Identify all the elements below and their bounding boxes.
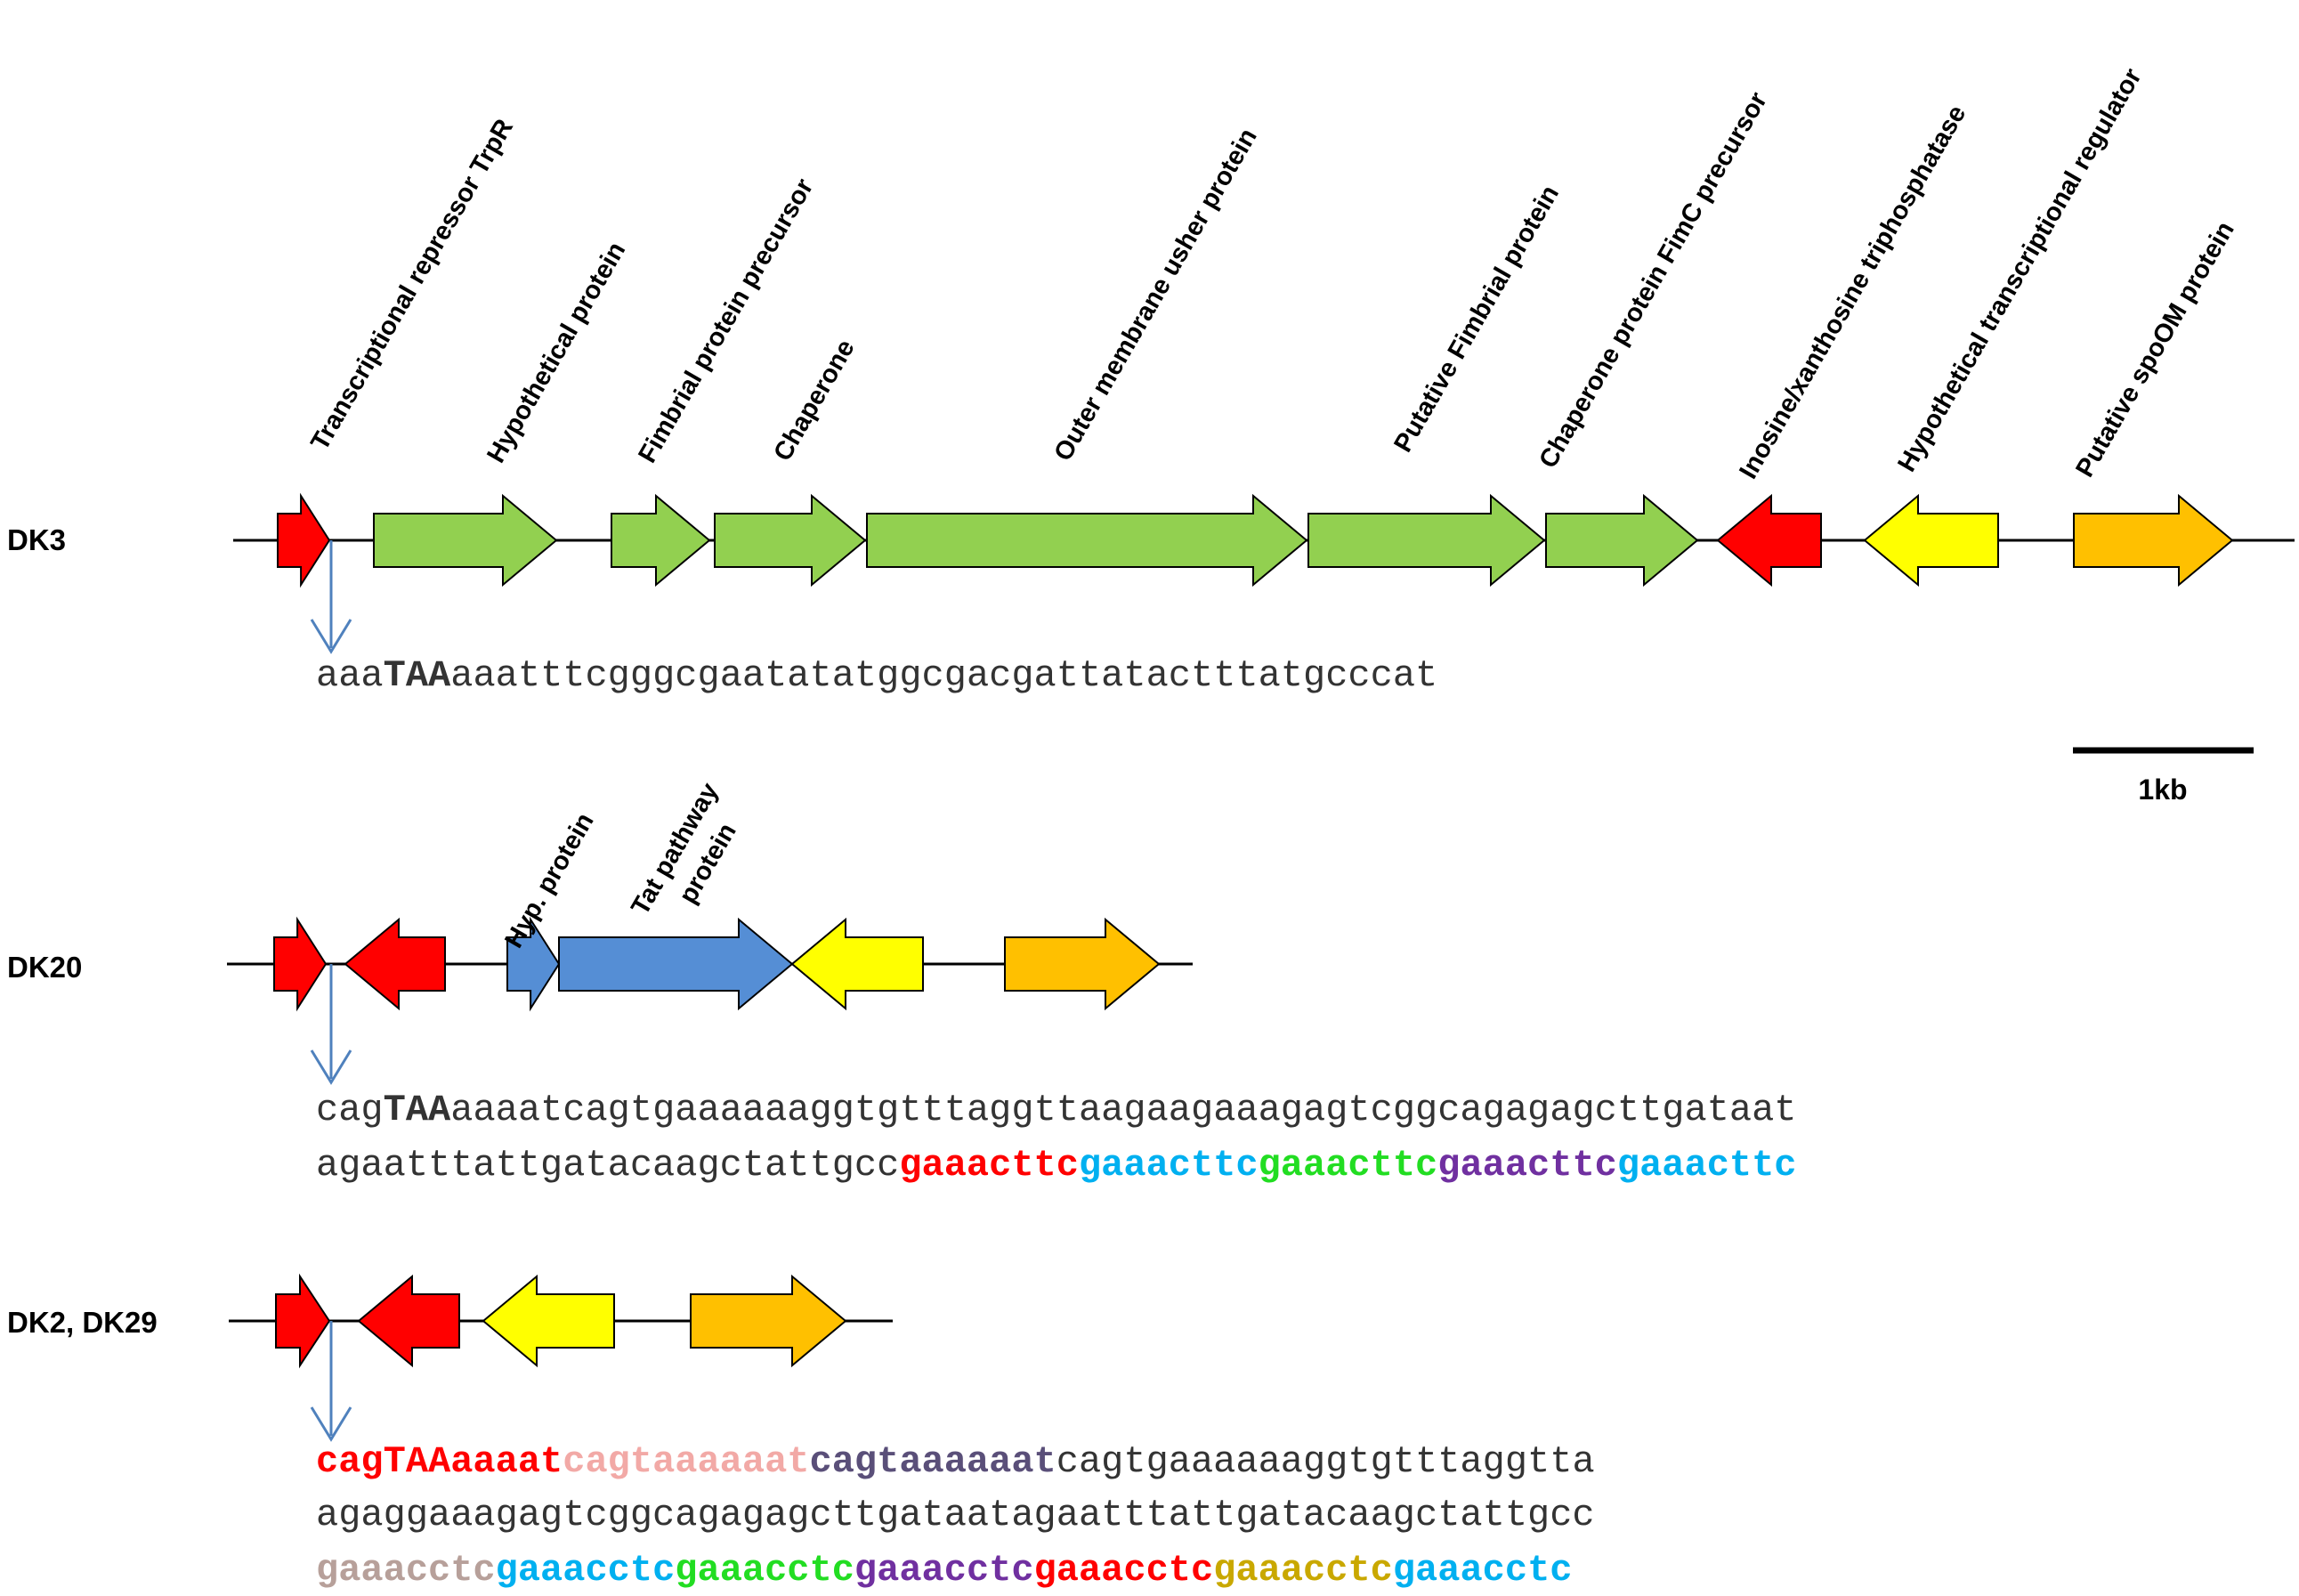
sequence-line-3-3: gaaacctcgaaacctcgaaacctcgaaacctcgaaacctc… xyxy=(316,1549,1572,1592)
gene-arrow-3-3-yellow-left xyxy=(482,1274,615,1368)
sequence-line-2-1: cagTAAaaaatcagtgaaaaaaggtgtttaggttaagaag… xyxy=(316,1089,1797,1131)
gene-arrow-1-6-putative-fimbrial-protein xyxy=(1307,493,1546,587)
sequence-segment: TAA xyxy=(384,654,451,697)
gene-arrow-1-2-hypothetical-protein xyxy=(373,493,558,587)
sequence-line-1-1: aaaTAAaaatttcgggcgaatatatggcgacgattatact… xyxy=(316,654,1437,697)
track-label-dk3: DK3 xyxy=(7,523,66,556)
dk2-dk29-pointer-arrow xyxy=(310,1321,352,1442)
sequence-segment: gaaacttc xyxy=(899,1144,1079,1187)
sequence-segment: aaatttcgggcgaatatatggcgacgattatactttatgc… xyxy=(450,654,1437,697)
sequence-segment: gaaacttc xyxy=(1079,1144,1259,1187)
gene-arrow-1-3-fimbrial-protein-precursor xyxy=(611,493,711,587)
sequence-segment: gaaacttc xyxy=(1617,1144,1797,1187)
sequence-segment: cagtaaaaaat xyxy=(563,1440,809,1483)
gene-label-transcriptional-repressor-trpr: Transcriptional repressor TrpR xyxy=(305,114,519,455)
gene-arrow-1-8-inosine-xanthosine-triphosphatase xyxy=(1716,493,1822,587)
sequence-segment: gaaacctc xyxy=(316,1549,496,1592)
gene-arrow-2-6-orange-right xyxy=(1004,917,1161,1011)
gene-arrow-3-1-red-right xyxy=(275,1273,331,1369)
sequence-segment: gaaacctc xyxy=(675,1549,854,1592)
sequence-segment: cagtgaaaaaaggtgtttaggtta xyxy=(1056,1440,1595,1483)
scale-bar-label: 1kb xyxy=(2138,774,2187,806)
gene-label-chaperone-protein-fimc-precursor: Chaperone protein FimC precursor xyxy=(1534,87,1773,473)
track-label-dk2-dk29: DK2, DK29 xyxy=(7,1306,158,1339)
sequence-segment: gaaacttc xyxy=(1259,1144,1438,1187)
sequence-segment: cagtaaaaaat xyxy=(810,1440,1056,1483)
gene-labels-layer: Transcriptional repressor TrpRHypothetic… xyxy=(305,64,2239,953)
gene-arrow-2-4-tat-pathway-protein xyxy=(558,917,794,1011)
gene-label-hyp-protein: Hyp. protein xyxy=(499,808,599,953)
gene-arrow-2-1-red-right xyxy=(273,916,328,1012)
track-label-dk20: DK20 xyxy=(7,951,82,984)
gene-arrows-layer xyxy=(273,492,2234,1369)
gene-arrow-2-2-red-left xyxy=(344,917,446,1011)
sequence-segment: gaaacctc xyxy=(1213,1549,1393,1592)
gene-arrow-1-7-chaperone-protein-fimc-precursor xyxy=(1545,493,1699,587)
gene-arrow-1-9-hypothetical-transcriptional-regulator xyxy=(1863,493,1999,587)
gene-label-outer-membrane-usher-protein: Outer membrane usher protein xyxy=(1048,124,1262,466)
gene-arrow-3-2-red-left xyxy=(357,1274,460,1368)
gene-label-chaperone: Chaperone xyxy=(768,335,860,466)
gene-arrow-2-5-yellow-left xyxy=(790,917,924,1011)
gene-label-tat-pathway-protein: Tat pathwayprotein xyxy=(626,778,755,937)
dk20-pointer-arrow xyxy=(310,964,352,1085)
sequence-segment: gaaacctc xyxy=(1034,1549,1214,1592)
sequence-line-3-1: cagTAAaaaatcagtaaaaaatcagtaaaaaatcagtgaa… xyxy=(316,1440,1595,1483)
sequence-segment: aaaatcagtgaaaaaaggtgtttaggttaagaagaaagag… xyxy=(450,1089,1796,1131)
gene-label-hypothetical-protein: Hypothetical protein xyxy=(482,238,631,468)
dk3-pointer-arrow xyxy=(310,540,352,654)
gene-arrow-1-4-chaperone xyxy=(714,493,867,587)
sequence-segment: TAA xyxy=(384,1089,451,1131)
sequence-segment: gaaacttc xyxy=(1437,1144,1617,1187)
sequence-line-3-2: agaggaaagagtcggcagagagcttgataatagaatttat… xyxy=(316,1494,1595,1536)
gene-arrow-3-4-orange-right xyxy=(690,1274,847,1368)
sequence-segment: gaaacctc xyxy=(854,1549,1034,1592)
sequence-line-2-2: agaatttattgatacaagctattgccgaaacttcgaaact… xyxy=(316,1144,1797,1187)
sequence-segment: cagTAAaaaat xyxy=(316,1440,563,1483)
sequence-segment: cag xyxy=(316,1089,384,1131)
gene-arrow-1-1-transcriptional-repressor-trpr xyxy=(277,492,331,588)
sequence-layer: aaaTAAaaatttcgggcgaatatatggcgacgattatact… xyxy=(316,654,1797,1592)
sequence-segment: agaggaaagagtcggcagagagcttgataatagaatttat… xyxy=(316,1494,1595,1536)
sequence-segment: agaatttattgatacaagctattgcc xyxy=(316,1144,899,1187)
sequence-segment: gaaacctc xyxy=(1393,1549,1573,1592)
sequence-segment: aaa xyxy=(316,654,384,697)
gene-arrow-2-3-hyp-protein xyxy=(506,916,561,1012)
gene-label-putative-fimbrial-protein: Putative Fimbrial protein xyxy=(1388,181,1565,457)
gene-arrow-1-10-putative-spoom-protein xyxy=(2073,493,2234,587)
sequence-segment: gaaacctc xyxy=(496,1549,676,1592)
gene-arrow-1-5-outer-membrane-usher-protein xyxy=(866,493,1308,587)
gene-label-putative-spoom-protein: Putative spoOM protein xyxy=(2070,217,2239,482)
